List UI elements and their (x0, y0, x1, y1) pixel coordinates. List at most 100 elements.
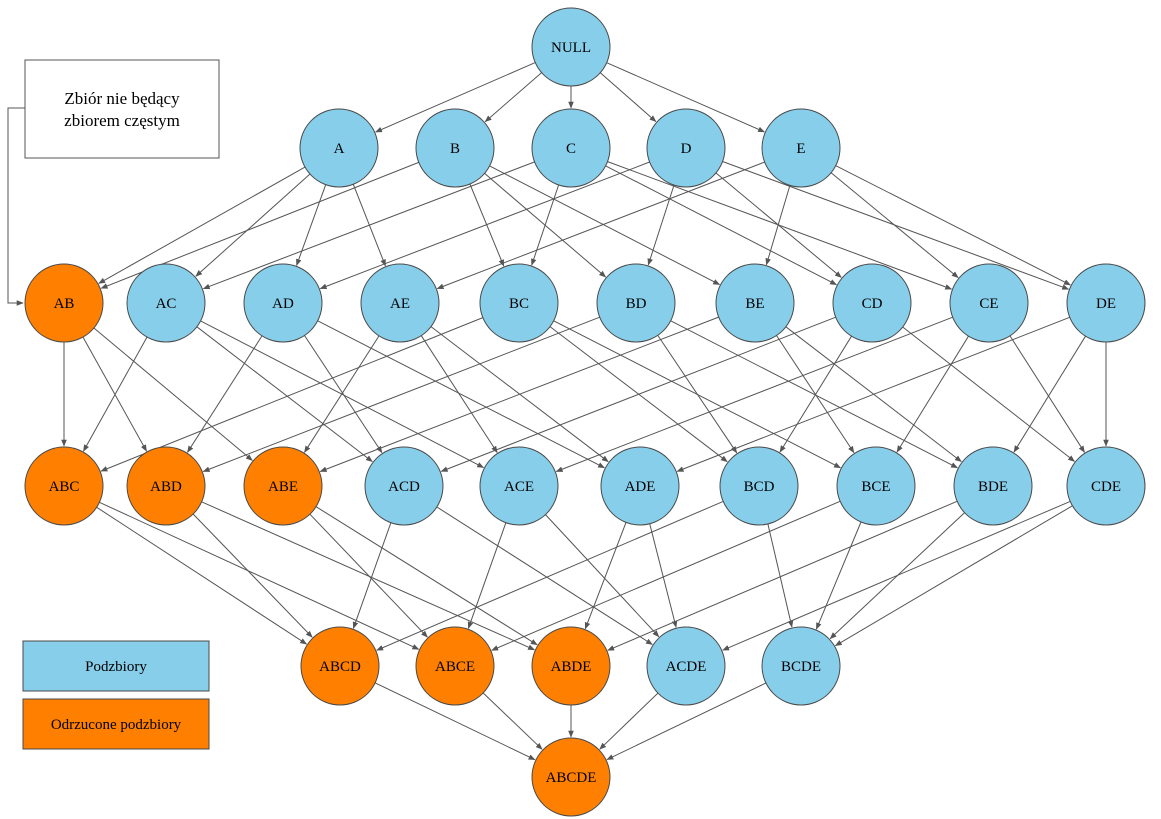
edge-ae-to-abe (304, 335, 380, 453)
edge-d-to-ad (319, 161, 650, 290)
node-label-b: B (450, 141, 460, 157)
node-abc: ABC (24, 446, 104, 526)
edge-ce-to-cde (1009, 335, 1085, 453)
edge-de-to-bde (1013, 335, 1086, 453)
edge-ace-to-acde (545, 514, 660, 638)
node-label-abe: ABE (268, 479, 298, 495)
edge-b-to-be (489, 165, 721, 286)
node-label-bcd: BCD (744, 479, 775, 495)
edge-cd-to-cde (902, 326, 1076, 462)
node-circle-bcd (719, 446, 799, 526)
edge-cd-to-acd (440, 316, 836, 472)
node-label-cd: CD (862, 296, 883, 312)
edge-bde-to-abde (607, 500, 958, 651)
node-abcd: ABCD (300, 626, 380, 706)
edge-abd-to-abcd (192, 513, 313, 638)
node-ade: ADE (600, 446, 680, 526)
edge-ade-to-acde (649, 523, 678, 628)
node-circle-c (531, 108, 611, 188)
edge-bce-to-bcde (815, 521, 862, 630)
node-bcd: BCD (719, 446, 799, 526)
edge-a-to-ad (296, 184, 327, 267)
node-label-d: D (681, 141, 692, 157)
edge-a-to-ab (98, 166, 306, 284)
node-label-bc: BC (509, 296, 529, 312)
node-label-ce: CE (979, 296, 998, 312)
node-label-abc: ABC (49, 479, 80, 495)
node-circle-ac (126, 263, 206, 343)
edge-e-to-be (765, 185, 791, 266)
node-ae: AE (360, 263, 440, 343)
lattice-edges (61, 62, 1109, 761)
node-bcde: BCDE (761, 626, 841, 706)
node-ace: ACE (479, 446, 559, 526)
node-label-ae: AE (390, 296, 410, 312)
edge-a-to-ac (195, 173, 311, 277)
node-circle-ace (479, 446, 559, 526)
callout-text-line2: zbiorem częstym (64, 111, 180, 130)
node-circle-ade (600, 446, 680, 526)
edge-bc-to-abc (100, 317, 483, 472)
edge-abc-to-abce (99, 501, 420, 650)
node-bd: BD (596, 263, 676, 343)
node-cde: CDE (1066, 446, 1146, 526)
legend-label-subsets: Podzbiory (85, 659, 147, 675)
legend: Podzbiory Odrzucone podzbiory (22, 640, 210, 750)
edge-cd-to-bcd (779, 335, 852, 453)
edge-abd-to-abde (201, 501, 536, 651)
edge-ae-to-ace (420, 335, 498, 454)
edge-c-to-bc (531, 184, 560, 266)
node-circle-d (646, 108, 726, 188)
edge-c-to-ac (202, 161, 535, 290)
node-label-bcde: BCDE (781, 659, 821, 675)
edge-null-to-a (375, 62, 536, 133)
node-circle-bc (479, 263, 559, 343)
node-label-abde: ABDE (551, 659, 592, 675)
node-label-ace: ACE (504, 479, 534, 495)
node-circle-null (531, 7, 611, 87)
edge-acde-to-abcde (599, 692, 659, 750)
node-label-cde: CDE (1091, 479, 1121, 495)
node-ce: CE (949, 263, 1029, 343)
node-circle-acde (646, 626, 726, 706)
edge-abcd-to-abcde (374, 682, 536, 761)
node-label-a: A (334, 141, 345, 157)
node-abe: ABE (243, 446, 323, 526)
node-label-abcd: ABCD (319, 659, 361, 675)
node-null: NULL (531, 7, 611, 87)
edge-bcd-to-bcde (767, 523, 794, 628)
node-label-ad: AD (272, 296, 294, 312)
node-circle-abd (126, 446, 206, 526)
node-circle-bcde (761, 626, 841, 706)
node-de: DE (1066, 263, 1146, 343)
node-a: A (299, 108, 379, 188)
node-b: B (415, 108, 495, 188)
edge-abc-to-abcd (96, 506, 308, 645)
node-acd: ACD (364, 446, 444, 526)
node-d: D (646, 108, 726, 188)
node-label-ab: AB (54, 296, 75, 312)
node-circle-be (715, 263, 795, 343)
node-label-acd: ACD (388, 479, 420, 495)
edge-e-to-ce (830, 172, 959, 279)
legend-label-rejected: Odrzucone podzbiory (51, 717, 182, 733)
edge-ac-to-acd (196, 326, 373, 463)
edge-abe-to-abce (309, 513, 428, 638)
edge-d-to-bd (647, 184, 675, 266)
edge-d-to-cd (715, 172, 842, 278)
edge-ce-to-bce (896, 335, 969, 453)
node-label-abcde: ABCDE (546, 770, 597, 786)
edge-e-to-ae (436, 161, 765, 290)
node-label-acde: ACDE (666, 659, 707, 675)
edge-null-to-e (606, 62, 766, 133)
node-circle-abe (243, 446, 323, 526)
node-abce: ABCE (415, 626, 495, 706)
node-label-abce: ABCE (435, 659, 475, 675)
node-circle-abde (531, 626, 611, 706)
edge-bd-to-abd (202, 316, 600, 472)
node-ab: AB (24, 263, 104, 343)
node-circle-de (1066, 263, 1146, 343)
edge-e-to-de (835, 165, 1071, 286)
